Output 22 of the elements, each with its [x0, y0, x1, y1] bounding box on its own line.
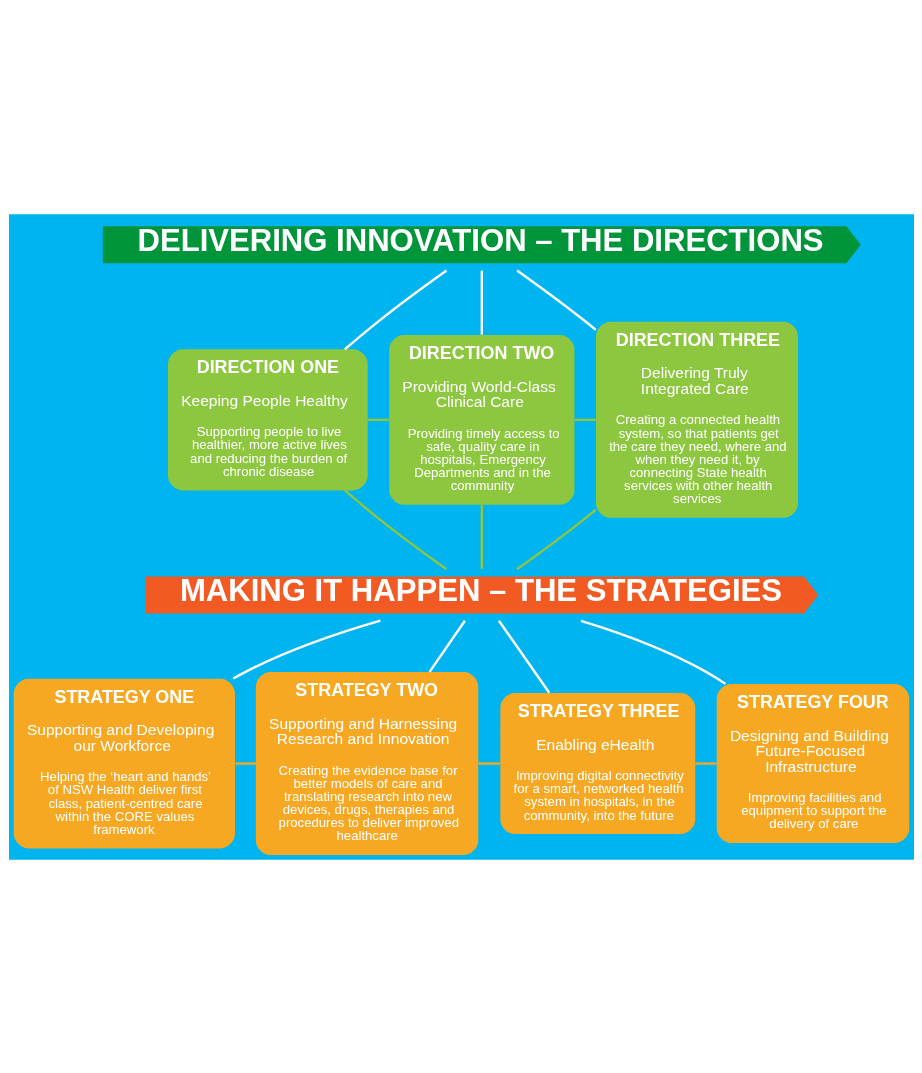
connector	[515, 508, 597, 570]
connector	[580, 619, 726, 685]
connector	[343, 489, 447, 570]
node-box: STRATEGY THREE Enabling eHealth Improving digital connectivity for a smart, networked health system in hospitals, in the community, into the future	[499, 692, 695, 834]
connector	[234, 761, 256, 765]
node-box: STRATEGY ONE Supporting and Developing our Workforce Helping the ‘heart and hands’ of NSW Health deliver first class, patient-centred care within the CORE values framework	[13, 678, 235, 848]
connector	[497, 619, 550, 693]
connector	[480, 270, 483, 335]
node-box: DIRECTION TWO Providing World-Class Clinical Care Providing timely access to safe, quality care in hospitals, Emergency Departments and in the community	[388, 334, 574, 505]
node-box: STRATEGY TWO Supporting and Harnessing Research and Innovation Creating the evidence base for better models of care and translating research into new devices, drugs, therapies and procedures to deliver improved healthcare	[255, 671, 478, 855]
connector	[694, 761, 716, 765]
connector	[574, 418, 596, 421]
connector	[428, 619, 466, 672]
connector	[480, 504, 483, 569]
connector	[232, 619, 381, 680]
node-box: STRATEGY FOUR Designing and Building Future-Focused Infrastructure Improving facilities and equipment to support the delivery of care	[716, 683, 909, 843]
connector	[515, 269, 597, 331]
connector	[367, 418, 389, 421]
connector	[477, 761, 500, 765]
node-box: DIRECTION ONE Keeping People Healthy Supporting people to live healthier, more active lives and reducing the burden of chronic disease	[167, 348, 368, 490]
connector	[343, 268, 447, 350]
node-box: DIRECTION THREE Delivering Truly Integrated Care Creating a connected health system, so that patients get the care they need, where and when they need it, by connecting State health services with other health services	[595, 321, 798, 518]
